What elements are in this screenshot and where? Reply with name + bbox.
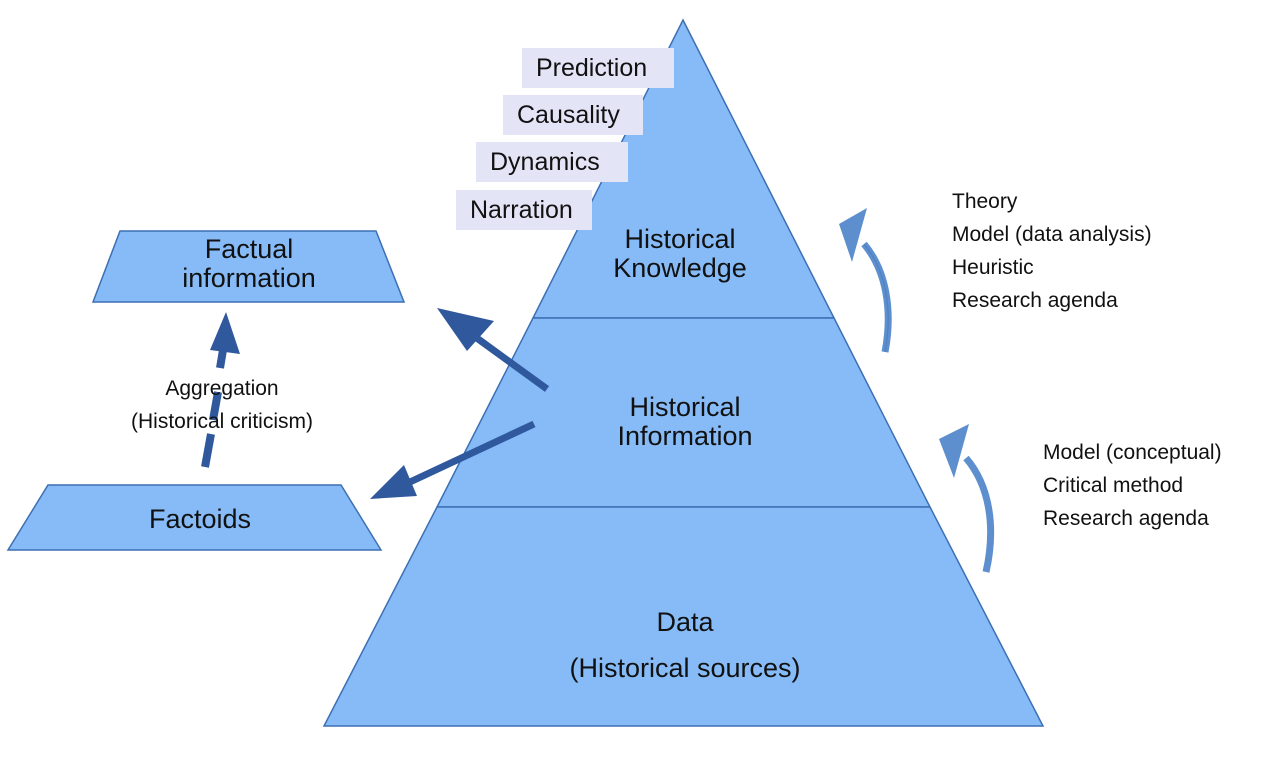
factual-information-box [91, 230, 406, 303]
label-factual-information-line2: information [182, 263, 316, 293]
label-historical-information-line2: Information [617, 421, 753, 451]
lower-curved-arrow [939, 424, 995, 573]
label-data-line2: (Historical sources) [569, 653, 801, 683]
lower-list-item: Critical method [1043, 474, 1184, 497]
label-factoids: Factoids [148, 504, 252, 534]
label-aggregation: Aggregation (Historical criticism) [131, 372, 313, 438]
upper-list-item: Model (data analysis) [952, 223, 1152, 246]
aggregation-dashed-arrow [201, 312, 240, 468]
arrow-to-factual-information [437, 308, 550, 392]
label-historical-information: Historical Information [617, 393, 752, 451]
tag-prediction: Prediction [522, 48, 674, 88]
lower-list-item: Model (conceptual) [1043, 441, 1222, 464]
label-factual-information: Factual information [182, 235, 316, 293]
lower-list-item: Research agenda [1043, 507, 1209, 530]
label-data-line1: Data [656, 607, 714, 637]
label-data: Data (Historical sources) [569, 599, 800, 691]
label-historical-knowledge: Historical Knowledge [613, 225, 747, 283]
label-historical-knowledge-line2: Knowledge [613, 253, 747, 283]
arrow-to-factoids [370, 420, 536, 499]
tag-causality: Causality [503, 95, 643, 135]
upper-list-item: Heuristic [952, 256, 1034, 279]
upper-list-item: Theory [952, 190, 1018, 213]
upper-list-item: Research agenda [952, 289, 1118, 312]
label-aggregation-line2: (Historical criticism) [131, 410, 313, 433]
label-aggregation-line1: Aggregation [165, 377, 279, 400]
upper-curved-arrow [839, 208, 892, 353]
pyramid-layer-data [322, 506, 1045, 727]
tag-dynamics: Dynamics [476, 142, 628, 182]
label-historical-knowledge-line1: Historical [624, 224, 736, 254]
label-historical-information-line1: Historical [629, 392, 741, 422]
factoids-box [6, 484, 383, 551]
tag-narration: Narration [456, 190, 592, 230]
lower-right-list: Model (conceptual) Critical method Resea… [1043, 436, 1222, 535]
upper-right-list: Theory Model (data analysis) Heuristic R… [952, 185, 1152, 317]
label-factual-information-line1: Factual [204, 234, 294, 264]
